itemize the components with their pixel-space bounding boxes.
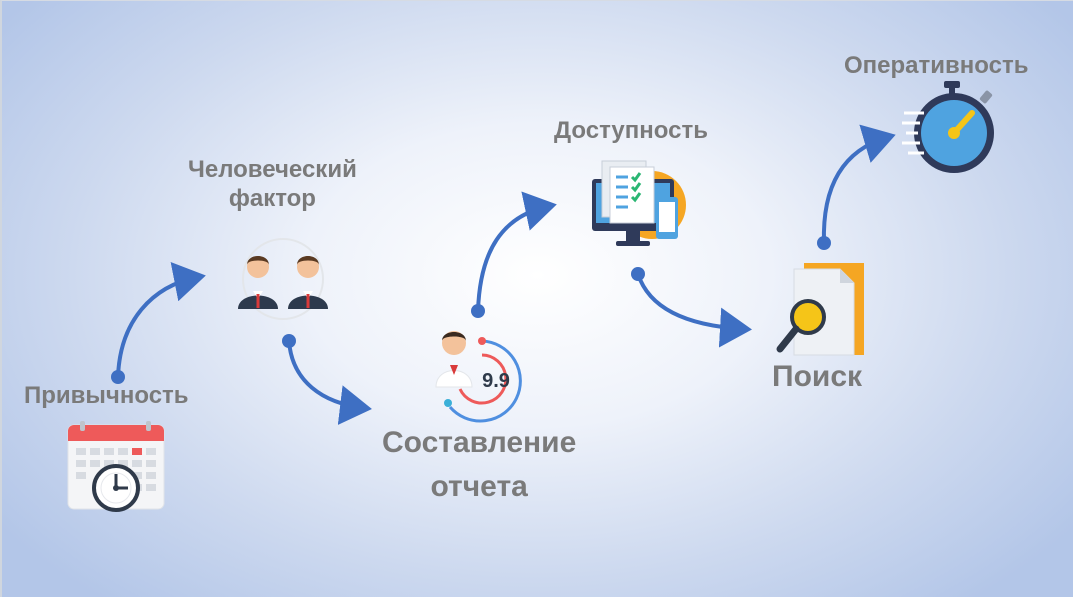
human-factor-label: Человеческий фактор xyxy=(188,156,357,214)
habit-label: Привычность xyxy=(24,382,189,409)
search-label: Поиск xyxy=(772,360,863,393)
person-score-icon: 9.9 xyxy=(422,325,534,430)
access-label: Доступность xyxy=(554,117,708,144)
arrow-human-to-report xyxy=(282,334,372,426)
score-text: 9.9 xyxy=(482,370,510,392)
document-search-icon xyxy=(774,259,870,364)
human-factor-label-line2: фактор xyxy=(228,184,316,212)
arrow-habit-to-human xyxy=(111,261,206,384)
arrow-report-to-access xyxy=(471,191,557,318)
report-label-line1: Составление xyxy=(382,426,577,459)
calendar-clock-icon xyxy=(66,421,166,518)
report-label: Составление отчета xyxy=(382,421,576,509)
human-factor-label-line1: Человеческий xyxy=(188,156,357,183)
arrow-search-to-speed xyxy=(817,124,896,250)
arrow-access-to-search xyxy=(631,267,752,348)
monitor-documents-icon xyxy=(590,157,690,256)
stopwatch-icon xyxy=(902,81,1002,184)
two-people-icon xyxy=(228,233,338,328)
speed-label: Оперативность xyxy=(844,52,1029,79)
report-label-line2: отчета xyxy=(430,470,528,503)
